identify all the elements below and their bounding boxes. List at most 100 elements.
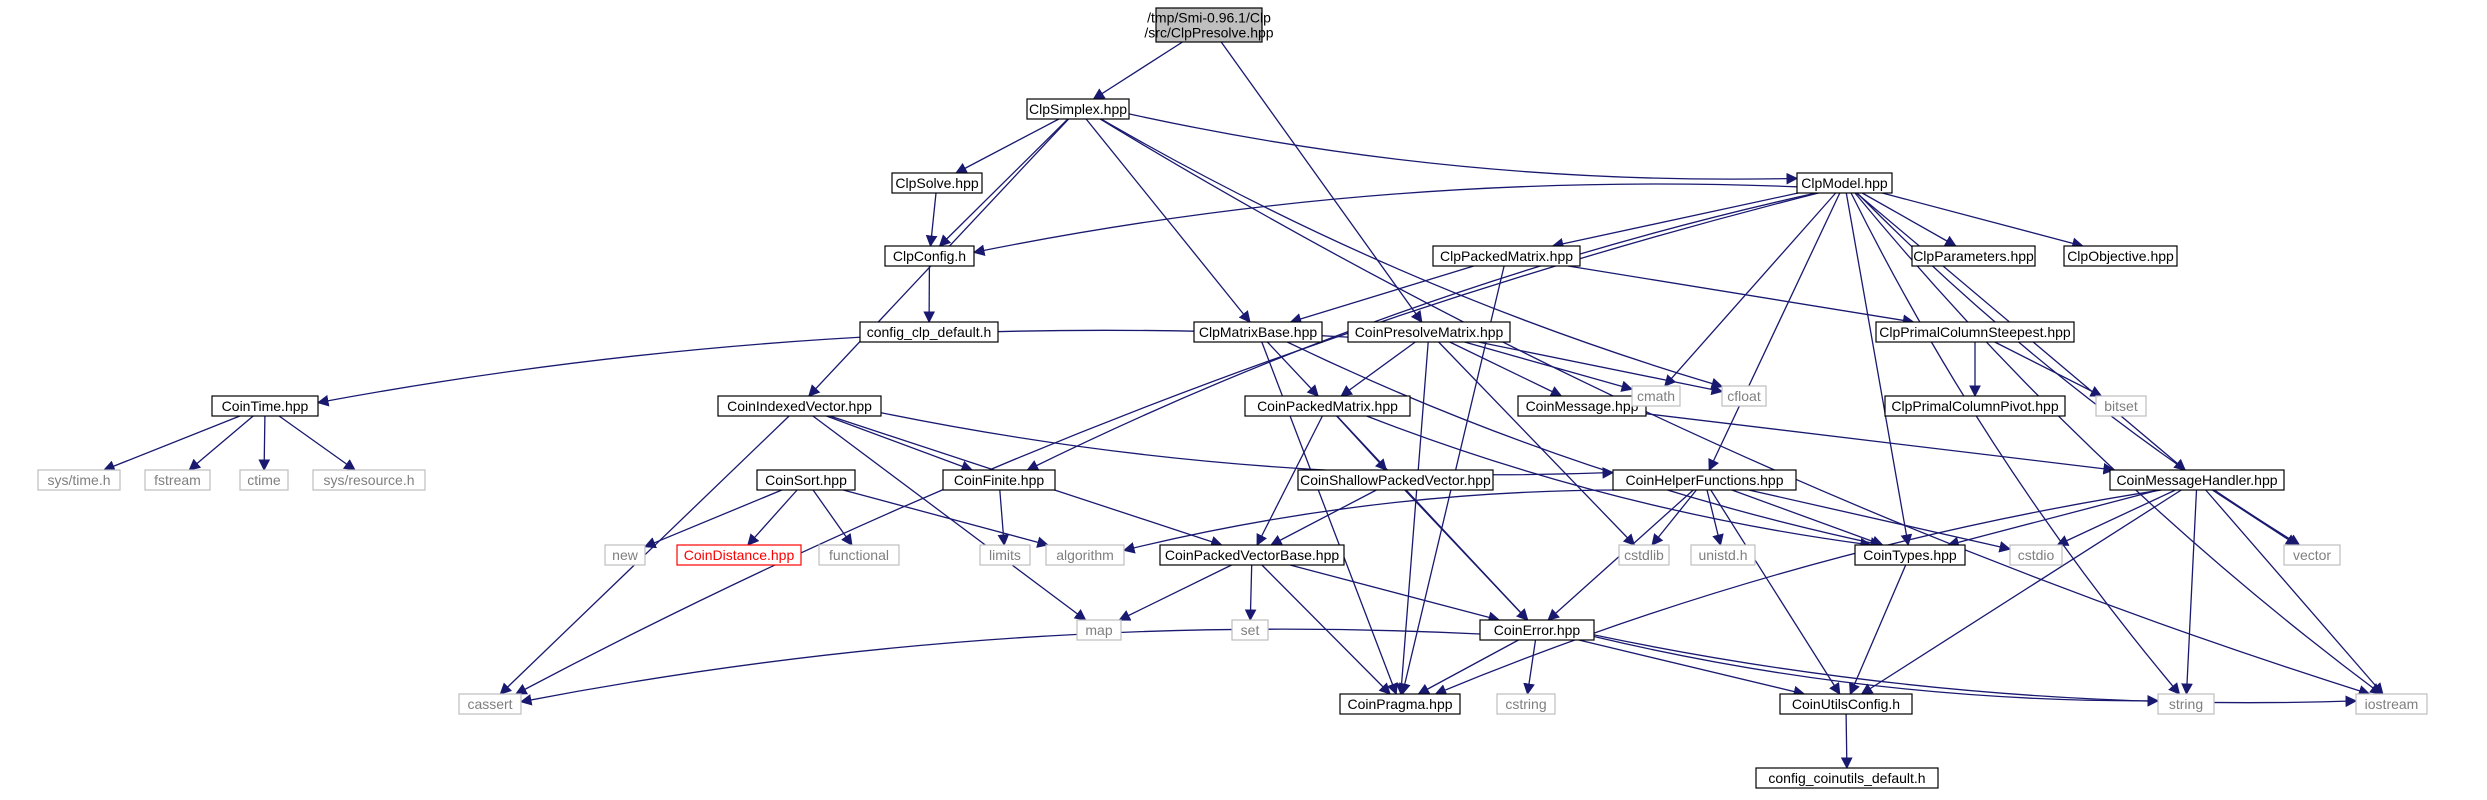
- node-coinsort[interactable]: CoinSort.hpp: [756, 469, 856, 491]
- node-cfloat: cfloat: [1721, 385, 1767, 407]
- node-coinpresolvematrix[interactable]: CoinPresolveMatrix.hpp: [1347, 321, 1511, 343]
- edge-coinmessagehandler-to-cstdio: [2056, 489, 2176, 546]
- node-coinfinite[interactable]: CoinFinite.hpp: [942, 469, 1056, 491]
- edge-clpmodel-to-string: [1850, 192, 2181, 695]
- node-coinpresolvematrix-label: CoinPresolveMatrix.hpp: [1355, 324, 1504, 340]
- node-cointime[interactable]: CoinTime.hpp: [211, 395, 319, 417]
- node-coinhelperfunctions-box: [1612, 469, 1797, 491]
- edge-cointime-to-ctime: [258, 415, 271, 472]
- node-coinshallowpackedvector[interactable]: CoinShallowPackedVector.hpp: [1297, 469, 1494, 491]
- node-coinpragma[interactable]: CoinPragma.hpp: [1339, 693, 1461, 715]
- node-clpprimalcolumnpivot[interactable]: ClpPrimalColumnPivot.hpp: [1884, 395, 2066, 417]
- node-clpsimplex-box: [1026, 98, 1130, 120]
- node-iostream: iostream: [2355, 693, 2428, 715]
- node-coinmessage[interactable]: CoinMessage.hpp: [1517, 395, 1647, 417]
- edge-coinhelperfunctions-to-coinutilsconfig: [1710, 489, 1841, 695]
- node-root-box: [1155, 7, 1263, 43]
- node-coinindexedvector[interactable]: CoinIndexedVector.hpp: [717, 395, 882, 417]
- node-cassert-box: [458, 693, 522, 715]
- node-algorithm-label: algorithm: [1056, 547, 1114, 563]
- node-cstdio-label: cstdio: [2018, 547, 2055, 563]
- node-clpmodel[interactable]: ClpModel.hpp: [1796, 172, 1893, 194]
- node-coinpackedvectorbase[interactable]: CoinPackedVectorBase.hpp: [1159, 544, 1345, 566]
- node-coinhelperfunctions[interactable]: CoinHelperFunctions.hpp: [1612, 469, 1797, 491]
- node-clpmatrixbase[interactable]: ClpMatrixBase.hpp: [1193, 321, 1323, 343]
- edge-clppackedmatrix-to-clpmatrixbase: [1289, 265, 1474, 325]
- node-map-box: [1076, 619, 1122, 641]
- node-cointypes-box: [1854, 544, 1966, 566]
- node-coinmessage-label: CoinMessage.hpp: [1526, 398, 1639, 414]
- node-clpparameters[interactable]: ClpParameters.hpp: [1911, 245, 2036, 267]
- edge-coinfinite-to-limits: [997, 489, 1010, 547]
- node-clpprimalcolumnsteepest[interactable]: ClpPrimalColumnSteepest.hpp: [1875, 321, 2075, 343]
- node-clpconfig-label: ClpConfig.h: [893, 248, 966, 264]
- node-systime-box: [37, 469, 121, 491]
- node-clppackedmatrix-box: [1432, 245, 1581, 267]
- node-coinmessagehandler[interactable]: CoinMessageHandler.hpp: [2109, 469, 2285, 491]
- node-coinutilsconfig[interactable]: CoinUtilsConfig.h: [1779, 693, 1913, 715]
- edge-clpmatrixbase-to-coinpragma: [1261, 341, 1398, 696]
- node-clppackedmatrix[interactable]: ClpPackedMatrix.hpp: [1432, 245, 1581, 267]
- node-clpconfig[interactable]: ClpConfig.h: [884, 245, 975, 267]
- edge-coinerror-to-coinutilsconfig: [1578, 639, 1806, 698]
- node-cointypes[interactable]: CoinTypes.hpp: [1854, 544, 1966, 566]
- edge-coinmessagehandler-to-coinpragma: [1434, 489, 2162, 696]
- edge-coinpackedvectorbase-to-coinerror: [1289, 564, 1501, 623]
- node-ctime: ctime: [239, 469, 289, 491]
- node-clpprimalcolumnsteepest-label: ClpPrimalColumnSteepest.hpp: [1879, 324, 2071, 340]
- node-clpobjective[interactable]: ClpObjective.hpp: [2063, 245, 2178, 267]
- node-config_clp_default-label: config_clp_default.h: [867, 324, 992, 340]
- edge-root-to-clpsimplex: [1092, 41, 1183, 100]
- edge-clpsimplex-to-iostream: [1099, 118, 2371, 697]
- node-coinerror[interactable]: CoinError.hpp: [1479, 619, 1595, 641]
- node-clpsolve-box: [891, 172, 983, 194]
- node-layer: /tmp/Smi-0.96.1/Clp/src/ClpPresolve.hppC…: [37, 7, 2428, 789]
- node-cointime-label: CoinTime.hpp: [222, 398, 309, 414]
- edge-coinpresolvematrix-to-coinmessage: [1449, 341, 1563, 397]
- node-config_clp_default[interactable]: config_clp_default.h: [859, 321, 999, 343]
- node-set: set: [1231, 619, 1269, 641]
- node-set-label: set: [1241, 622, 1260, 638]
- node-coindistance-box: [676, 544, 802, 566]
- node-ctime-label: ctime: [247, 472, 281, 488]
- node-cstdlib-box: [1618, 544, 1670, 566]
- edge-coinshallowpackedvector-to-coinpackedvectorbase: [1270, 489, 1377, 546]
- node-clpparameters-box: [1911, 245, 2036, 267]
- node-clpprimalcolumnpivot-box: [1884, 395, 2066, 417]
- node-coinpackedvectorbase-label: CoinPackedVectorBase.hpp: [1165, 547, 1340, 563]
- node-limits-box: [979, 544, 1031, 566]
- node-config_coinutils_default[interactable]: config_coinutils_default.h: [1755, 767, 1939, 789]
- node-vector-box: [2283, 544, 2341, 566]
- edge-coinpresolvematrix-to-coinpragma: [1395, 341, 1429, 696]
- edge-coinhelperfunctions-to-algorithm: [1122, 489, 1622, 554]
- node-bitset-label: bitset: [2104, 398, 2138, 414]
- node-clpconfig-box: [884, 245, 975, 267]
- edge-coinmessagehandler-to-coinutilsconfig: [1860, 489, 2182, 695]
- edge-coinpackedmatrix-to-cointypes: [1366, 415, 1873, 550]
- node-root-label: /tmp/Smi-0.96.1/Clp: [1147, 10, 1271, 26]
- edge-coinsort-to-new: [643, 489, 783, 549]
- edge-clpmodel-to-cassert: [514, 192, 1819, 695]
- node-clpmodel-box: [1796, 172, 1893, 194]
- edge-cointime-to-systime: [103, 415, 241, 472]
- node-clpsolve[interactable]: ClpSolve.hpp: [891, 172, 983, 194]
- node-config_clp_default-box: [859, 321, 999, 343]
- node-clpsimplex[interactable]: ClpSimplex.hpp: [1026, 98, 1130, 120]
- node-systime: sys/time.h: [37, 469, 121, 491]
- node-limits-label: limits: [989, 547, 1021, 563]
- node-unistd-box: [1690, 544, 1756, 566]
- edge-coinpackedmatrix-to-coinpackedvectorbase: [1256, 415, 1323, 547]
- node-coinfinite-box: [942, 469, 1056, 491]
- edge-coinpresolvematrix-to-cfloat: [1478, 341, 1724, 396]
- edge-layer: [103, 41, 2384, 770]
- node-root: /tmp/Smi-0.96.1/Clp/src/ClpPresolve.hpp: [1144, 7, 1274, 43]
- node-coinpackedmatrix[interactable]: CoinPackedMatrix.hpp: [1244, 395, 1411, 417]
- edge-coinindexedvector-to-coinfinite: [826, 415, 974, 472]
- node-fstream-label: fstream: [154, 472, 201, 488]
- node-unistd-label: unistd.h: [1698, 547, 1747, 563]
- node-cassert-label: cassert: [467, 696, 512, 712]
- node-sysresource: sys/resource.h: [312, 469, 426, 491]
- node-cstring: cstring: [1496, 693, 1556, 715]
- edge-cointime-to-sysresource: [278, 415, 356, 471]
